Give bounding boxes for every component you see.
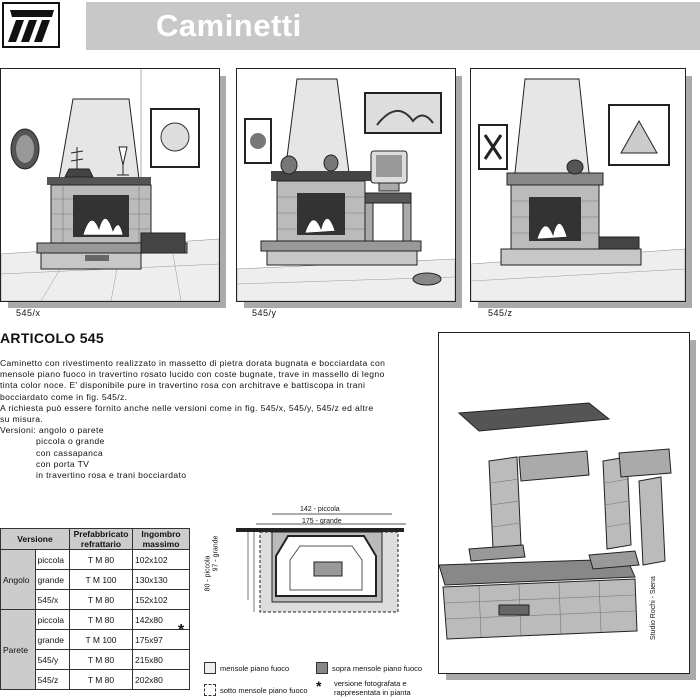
- title-bar: [86, 2, 700, 50]
- page-title: Caminetti: [156, 8, 302, 43]
- dim-width-large: 175 - grande: [302, 518, 342, 525]
- article-line: A richiesta può essere fornito anche nel…: [0, 402, 374, 413]
- legend-fotografica-1: versione fotografata e: [334, 679, 407, 688]
- table-row: grande T M 100 175x97: [1, 629, 190, 650]
- cell-version: piccola: [34, 609, 70, 630]
- version-item: in travertino rosa e trani bocciardato: [36, 470, 187, 481]
- article-line: mensole piano fuoco in travertino rosato…: [0, 369, 385, 380]
- cell-size: 130x130: [132, 569, 190, 590]
- dim-depth-large: 97 - grande: [212, 535, 220, 572]
- group-parete: Parete: [0, 609, 36, 690]
- header-prefabbricato: Prefabbricato refrattario: [69, 528, 133, 550]
- cell-prefab: T M 100: [69, 629, 133, 650]
- legend-swatch-sotto: [204, 684, 216, 696]
- cell-prefab: T M 80: [69, 589, 133, 610]
- dim-width-small: 142 - piccola: [300, 506, 340, 513]
- studio-credit: Studio Rochi - Siena: [650, 576, 657, 640]
- table-row: Parete piccola T M 80 142x80: [0, 609, 190, 690]
- company-logo: [2, 2, 60, 48]
- group-angolo: Angolo: [0, 549, 36, 610]
- figure-caption-x: 545/x: [16, 308, 41, 318]
- cell-size: 152x102: [132, 589, 190, 610]
- version-item: con cassapanca: [36, 447, 104, 458]
- legend-fotografica-2: rappresentata in pianta: [334, 688, 411, 697]
- cell-prefab: T M 100: [69, 569, 133, 590]
- size-value: 142x80: [135, 614, 163, 625]
- article-line: su misura.: [0, 414, 44, 425]
- cell-version: 545/x: [34, 589, 70, 610]
- cell-version: piccola: [34, 549, 70, 570]
- table-row: grande T M 100 130x130: [1, 569, 190, 590]
- legend-mensole: mensole piano fuoco: [220, 664, 290, 673]
- article-line: tinta color noce. E' disponibile pure in…: [0, 380, 366, 391]
- header-ingombro: Ingombro massimo: [132, 528, 190, 550]
- article-line: Versioni: angolo o parete: [0, 425, 104, 436]
- header-versione: Versione: [0, 528, 70, 550]
- table-row: 545/z T M 80 202x80: [1, 669, 190, 690]
- cell-prefab: T M 80: [69, 649, 133, 670]
- cell-version: 545/z: [34, 669, 70, 690]
- legend-asterisk: *: [316, 678, 322, 694]
- figure-caption-z: 545/z: [488, 308, 513, 318]
- figure-caption-y: 545/y: [252, 308, 277, 318]
- version-item: piccola o grande: [36, 436, 105, 447]
- fireplace-illustration-z: [470, 68, 686, 302]
- table-row: 545/y T M 80 215x80: [1, 649, 190, 670]
- article-body: Caminetto con rivestimento realizzato in…: [0, 358, 430, 481]
- article-line: Caminetto con rivestimento realizzato in…: [0, 358, 386, 368]
- spec-table: Versione Prefabbricato refrattario Ingom…: [0, 528, 190, 690]
- dim-depth-small: 80 - piccola: [204, 555, 212, 592]
- cell-size: 102x102: [132, 549, 190, 570]
- cell-size: 202x80: [132, 669, 190, 690]
- floor-plan: [222, 500, 422, 620]
- cell-prefab: T M 80: [69, 669, 133, 690]
- legend-swatch-sopra: [316, 662, 328, 674]
- cell-version: grande: [34, 629, 70, 650]
- article-heading: ARTICOLO 545: [0, 330, 104, 346]
- cell-version: grande: [34, 569, 70, 590]
- exploded-view-illustration: [438, 332, 690, 674]
- table-header-row: Versione Prefabbricato refrattario Ingom…: [0, 528, 190, 550]
- cell-size: 215x80: [132, 649, 190, 670]
- cell-prefab: T M 80: [69, 549, 133, 570]
- article-line: bocciardato come in fig. 545/z.: [0, 391, 128, 402]
- fireplace-illustration-y: [236, 68, 456, 302]
- legend-swatch-mensole: [204, 662, 216, 674]
- legend-sotto: sotto mensole piano fuoco: [220, 686, 308, 695]
- version-item: con porta TV: [36, 458, 90, 469]
- legend-sopra: sopra mensole piano fuoco: [332, 664, 423, 673]
- fireplace-illustration-x: [0, 68, 220, 302]
- photographed-marker: *: [178, 622, 185, 639]
- cell-version: 545/y: [34, 649, 70, 670]
- cell-prefab: T M 80: [69, 609, 133, 630]
- table-row: Angolo piccola T M 80 102x102: [0, 549, 190, 610]
